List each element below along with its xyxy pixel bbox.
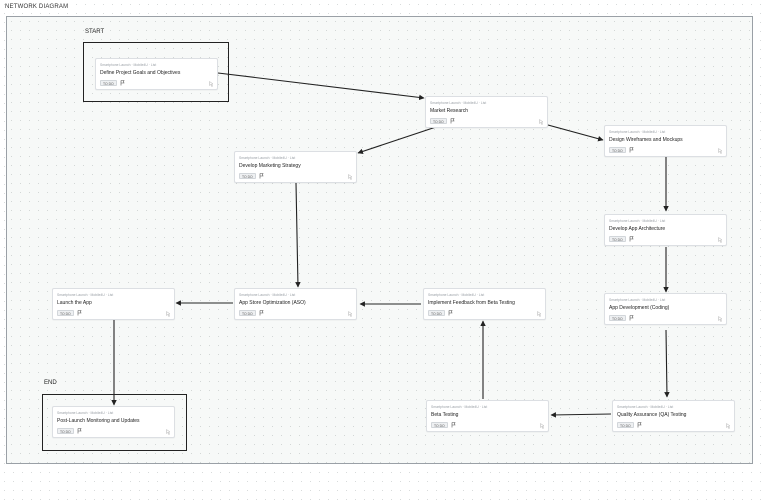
task-meta: Smartphone Launch · Mobile4U · List <box>609 219 666 223</box>
status-badge[interactable]: TO DO <box>609 315 626 321</box>
task-meta: Smartphone Launch · Mobile4U · List <box>100 63 157 67</box>
task-title[interactable]: Develop Marketing Strategy <box>239 163 301 169</box>
flag-icon[interactable] <box>448 310 453 316</box>
flag-icon[interactable] <box>451 422 456 428</box>
task-meta: Smartphone Launch · Mobile4U · List <box>57 293 114 297</box>
task-title[interactable]: Quality Assurance (QA) Testing <box>617 412 687 418</box>
cursor-icon <box>539 119 544 125</box>
status-badge[interactable]: TO DO <box>57 310 74 316</box>
task-title[interactable]: Develop App Architecture <box>609 226 666 232</box>
cursor-icon <box>166 311 171 317</box>
status-badge[interactable]: TO DO <box>430 118 447 124</box>
edge-research-to-marketing <box>357 126 437 155</box>
flag-icon[interactable] <box>120 80 125 86</box>
task-meta: Smartphone Launch · Mobile4U · List <box>239 156 296 160</box>
task-card-aso[interactable]: Smartphone Launch · Mobile4U · List App … <box>234 288 357 320</box>
status-badge[interactable]: TO DO <box>100 80 117 86</box>
task-title[interactable]: Design Wireframes and Mockups <box>609 137 683 143</box>
task-card-market-research[interactable]: Smartphone Launch · Mobile4U · List Mark… <box>425 96 548 128</box>
task-title[interactable]: Implement Feedback from Beta Testing <box>428 300 515 306</box>
status-badge[interactable]: TO DO <box>239 310 256 316</box>
status-badge[interactable]: TO DO <box>431 422 448 428</box>
task-meta: Smartphone Launch · Mobile4U · List <box>431 405 488 409</box>
flag-icon[interactable] <box>629 147 634 153</box>
task-card-marketing-strategy[interactable]: Smartphone Launch · Mobile4U · List Deve… <box>234 151 357 183</box>
flag-icon[interactable] <box>259 173 264 179</box>
task-title[interactable]: App Store Optimization (ASO) <box>239 300 306 306</box>
cursor-icon <box>726 423 731 429</box>
status-badge[interactable]: TO DO <box>428 310 445 316</box>
task-title[interactable]: Define Project Goals and Objectives <box>100 70 181 76</box>
task-card-app-development[interactable]: Smartphone Launch · Mobile4U · List App … <box>604 293 727 325</box>
flag-icon[interactable] <box>629 315 634 321</box>
cursor-icon <box>540 423 545 429</box>
task-meta: Smartphone Launch · Mobile4U · List <box>609 130 666 134</box>
task-meta: Smartphone Launch · Mobile4U · List <box>57 411 114 415</box>
start-group-box[interactable] <box>83 42 229 102</box>
task-title[interactable]: Market Research <box>430 108 469 114</box>
task-card-beta-testing[interactable]: Smartphone Launch · Mobile4U · List Beta… <box>426 400 549 432</box>
flag-icon[interactable] <box>77 310 82 316</box>
task-card-post-launch[interactable]: Smartphone Launch · Mobile4U · List Post… <box>52 406 175 438</box>
task-card-app-architecture[interactable]: Smartphone Launch · Mobile4U · List Deve… <box>604 214 727 246</box>
task-title[interactable]: Beta Testing <box>431 412 459 418</box>
task-card-define-goals[interactable]: Smartphone Launch · Mobile4U · List Defi… <box>95 58 218 90</box>
start-group-label: START <box>85 29 105 35</box>
flag-icon[interactable] <box>637 422 642 428</box>
edge-define-to-research <box>217 72 425 101</box>
task-title[interactable]: App Development (Coding) <box>609 305 670 311</box>
task-title[interactable]: Post-Launch Monitoring and Updates <box>57 418 140 424</box>
page-title: NETWORK DIAGRAM <box>5 4 69 10</box>
task-card-implement-feedback[interactable]: Smartphone Launch · Mobile4U · List Impl… <box>423 288 546 320</box>
task-meta: Smartphone Launch · Mobile4U · List <box>428 293 485 297</box>
cursor-icon <box>348 174 353 180</box>
status-badge[interactable]: TO DO <box>239 173 256 179</box>
end-group-label: END <box>44 380 57 386</box>
task-title[interactable]: Launch the App <box>57 300 92 306</box>
edge-research-to-wireframes <box>547 124 604 142</box>
cursor-icon <box>209 81 214 87</box>
flag-icon[interactable] <box>259 310 264 316</box>
flag-icon[interactable] <box>77 428 82 434</box>
flag-icon[interactable] <box>629 236 634 242</box>
status-badge[interactable]: TO DO <box>609 147 626 153</box>
task-card-qa-testing[interactable]: Smartphone Launch · Mobile4U · List Qual… <box>612 400 735 432</box>
cursor-icon <box>348 311 353 317</box>
task-card-design-wireframes[interactable]: Smartphone Launch · Mobile4U · List Desi… <box>604 125 727 157</box>
cursor-icon <box>537 311 542 317</box>
task-meta: Smartphone Launch · Mobile4U · List <box>609 298 666 302</box>
cursor-icon <box>718 148 723 154</box>
task-meta: Smartphone Launch · Mobile4U · List <box>239 293 296 297</box>
cursor-icon <box>718 237 723 243</box>
cursor-icon <box>166 429 171 435</box>
status-badge[interactable]: TO DO <box>57 428 74 434</box>
task-meta: Smartphone Launch · Mobile4U · List <box>617 405 674 409</box>
cursor-icon <box>718 316 723 322</box>
edge-development-to-qa <box>664 329 670 398</box>
task-meta: Smartphone Launch · Mobile4U · List <box>430 101 487 105</box>
status-badge[interactable]: TO DO <box>609 236 626 242</box>
status-badge[interactable]: TO DO <box>617 422 634 428</box>
flag-icon[interactable] <box>450 118 455 124</box>
task-card-launch-app[interactable]: Smartphone Launch · Mobile4U · List Laun… <box>52 288 175 320</box>
edge-marketing-to-aso <box>295 182 301 288</box>
edge-qa-to-beta <box>550 412 612 418</box>
